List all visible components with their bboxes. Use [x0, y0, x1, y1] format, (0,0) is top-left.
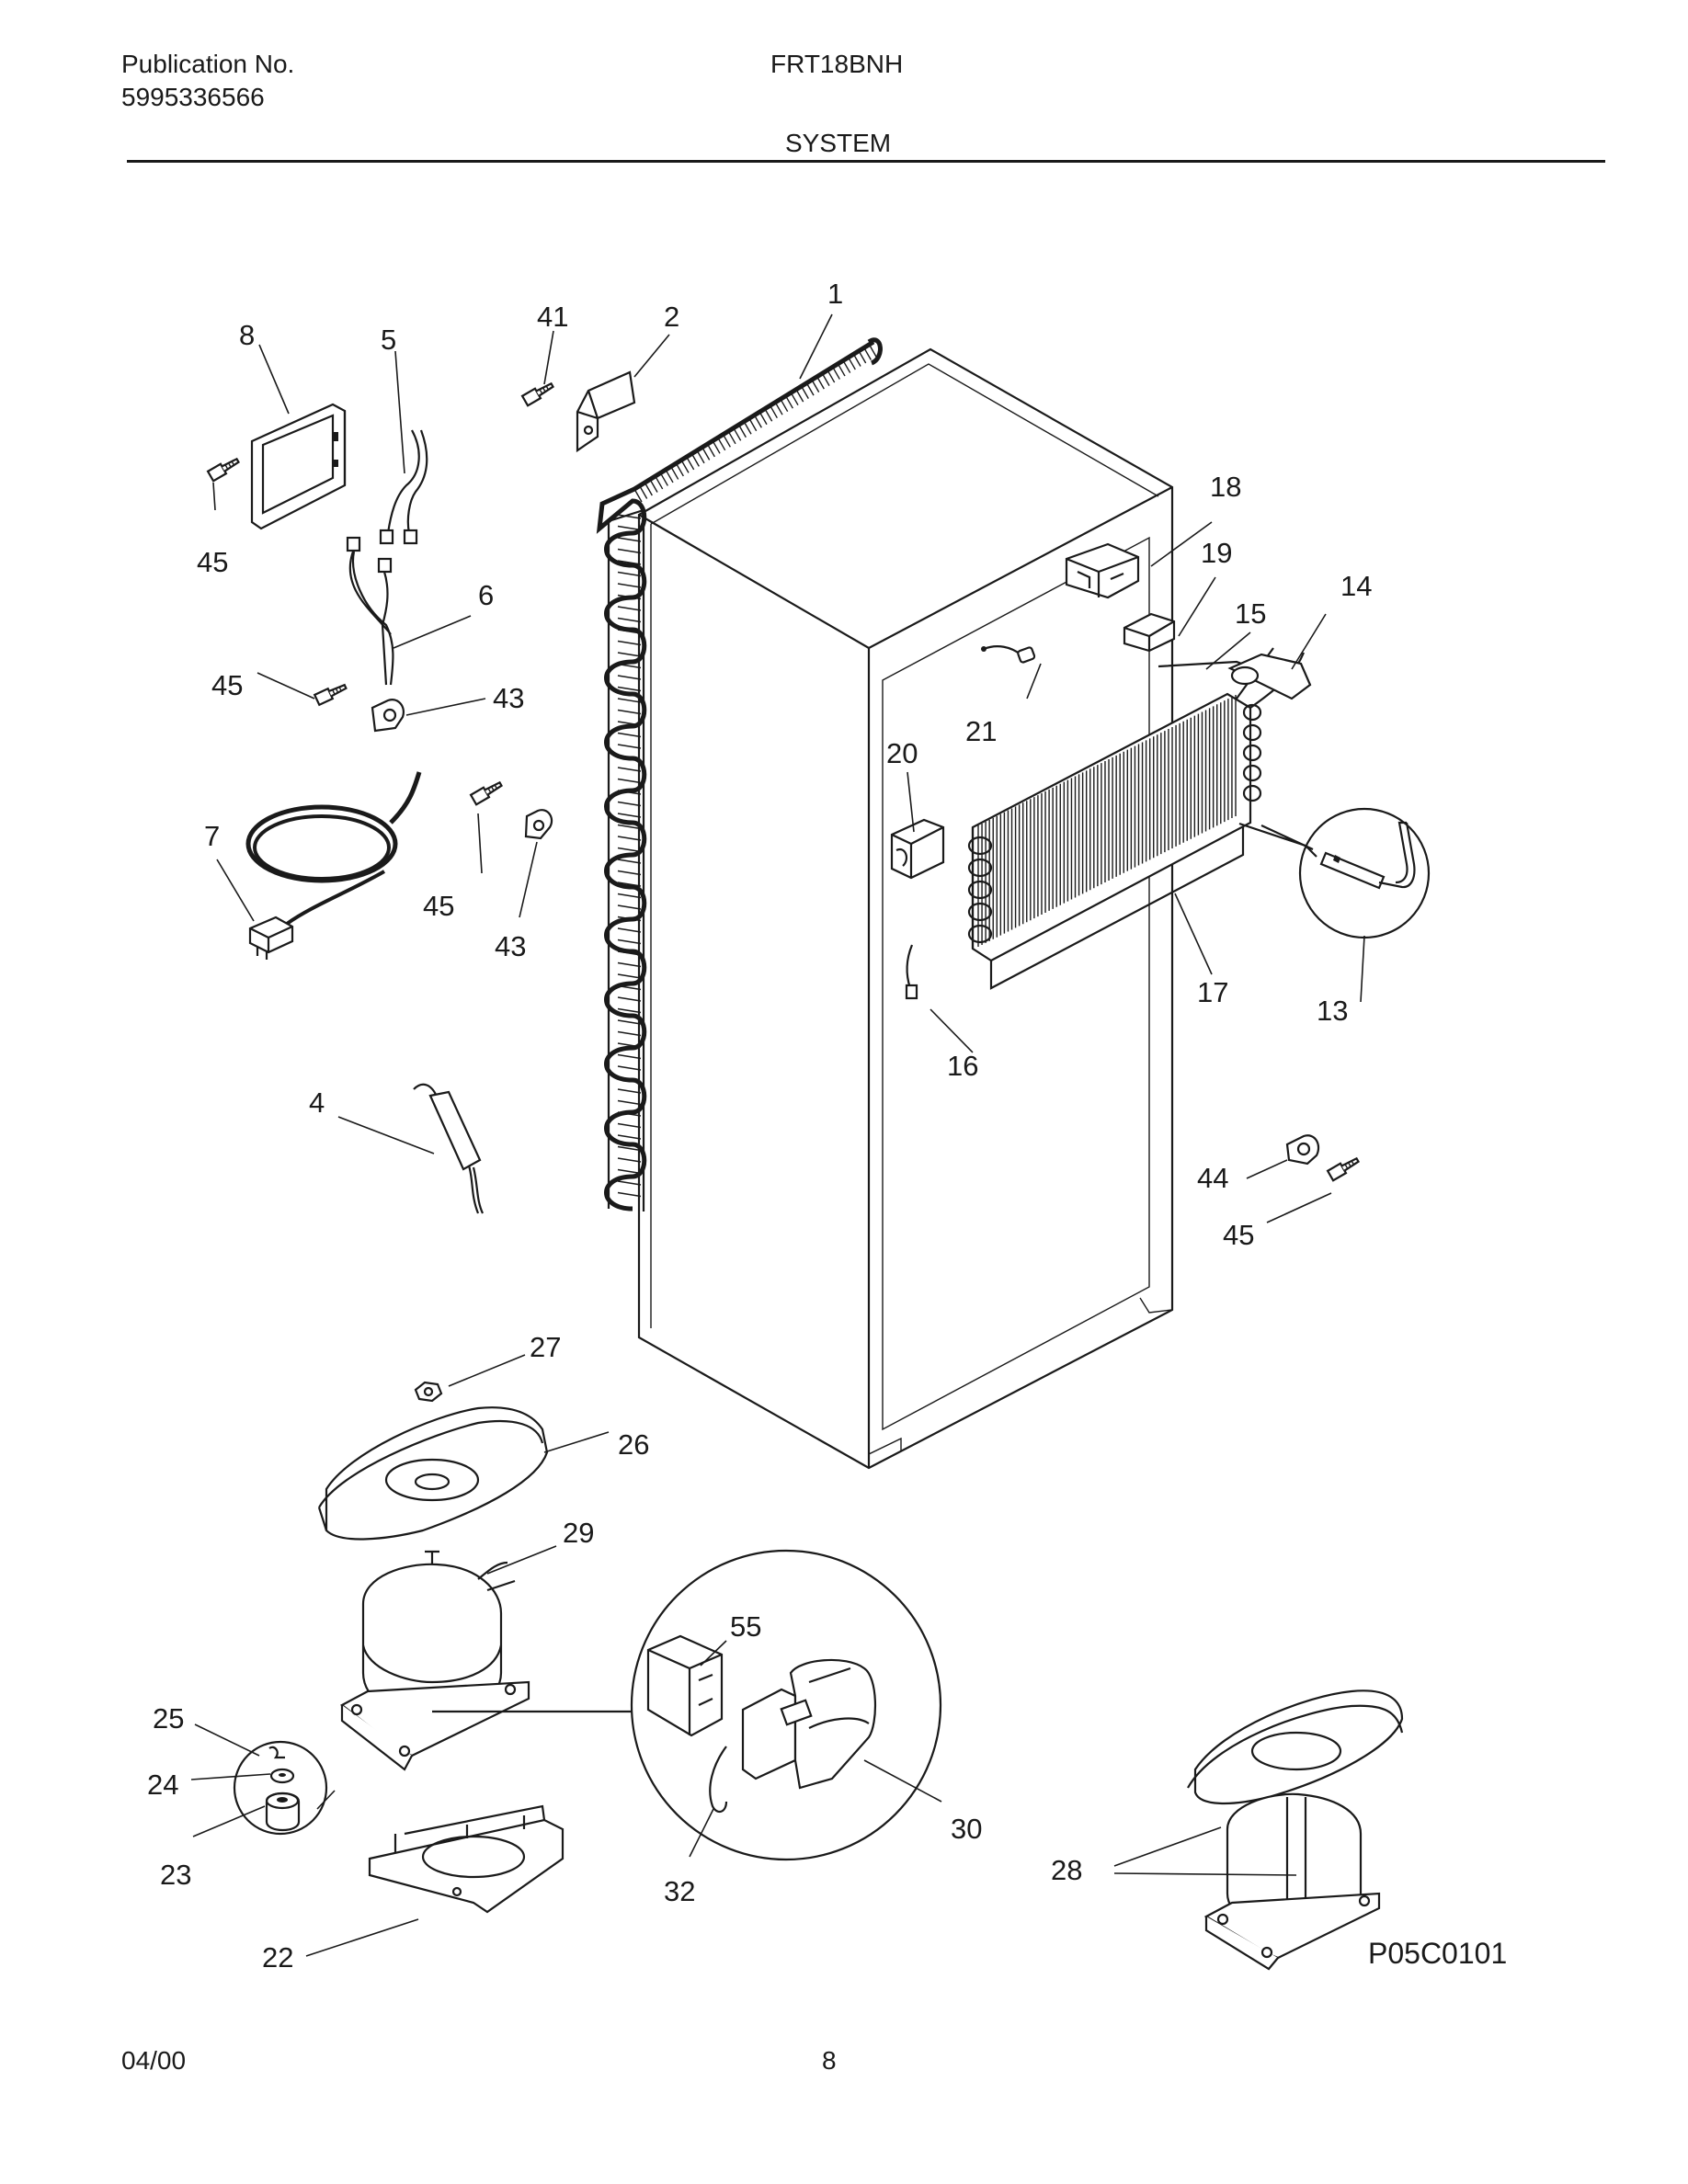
section-title: SYSTEM	[785, 129, 892, 157]
callout-2: 2	[664, 301, 679, 333]
part-28-compressor-assembly	[1187, 1689, 1404, 1971]
callout-43-lower: 43	[495, 930, 526, 962]
publication-label: Publication No.	[121, 50, 295, 78]
callout-27: 27	[530, 1331, 561, 1363]
callout-25: 25	[153, 1702, 184, 1735]
screw-0	[520, 381, 554, 407]
callout-14: 14	[1340, 570, 1372, 602]
callout-5: 5	[381, 324, 396, 356]
callout-24: 24	[147, 1769, 178, 1801]
callout-18: 18	[1210, 471, 1241, 503]
callout-45-c: 45	[423, 890, 454, 922]
header-divider	[127, 160, 1605, 163]
part-8-cover	[250, 403, 347, 530]
part-18-mounting-bracket	[1065, 542, 1140, 599]
callout-21: 21	[965, 715, 997, 747]
footer-date: 04/00	[121, 2046, 187, 2075]
callout-44: 44	[1197, 1162, 1228, 1194]
callout-16: 16	[947, 1050, 978, 1082]
callout-6: 6	[478, 579, 494, 611]
condenser-coil	[596, 337, 883, 1211]
callout-13: 13	[1317, 995, 1348, 1027]
callout-41: 41	[537, 301, 568, 333]
publication-number: 5995336566	[121, 83, 265, 111]
callout-8: 8	[239, 319, 255, 351]
part-27-nut	[414, 1381, 443, 1403]
callout-32: 32	[664, 1875, 695, 1907]
part-5-6-wire-harness	[346, 429, 428, 686]
part-13-probe	[1260, 807, 1431, 939]
callout-29: 29	[563, 1517, 594, 1549]
part-4-filter-drier	[413, 1083, 485, 1214]
part-22-mounting-bracket	[368, 1804, 565, 1914]
screw-1	[206, 457, 240, 483]
callout-43-upper: 43	[493, 682, 524, 714]
callout-45-d: 45	[1223, 1219, 1254, 1251]
part-43-clamp-lower	[524, 809, 553, 840]
screw-4	[1326, 1156, 1360, 1182]
callout-19: 19	[1201, 537, 1232, 569]
part-19-clip	[1123, 612, 1176, 653]
callout-labels: 1 2 4 5 6 7 8 13 14 15 16 17 18 19 20 21…	[147, 278, 1507, 1974]
callout-55: 55	[730, 1610, 761, 1643]
screw-3	[469, 780, 503, 806]
callout-30: 30	[951, 1813, 982, 1845]
callout-4: 4	[309, 1086, 325, 1119]
callout-17: 17	[1197, 976, 1228, 1008]
callout-45-b: 45	[211, 669, 243, 701]
evaporator-assembly	[967, 647, 1317, 990]
part-2-bracket	[576, 370, 636, 453]
refrigerator-cabinet	[637, 347, 1174, 1470]
footer-page-number: 8	[822, 2046, 837, 2075]
callout-20: 20	[886, 737, 918, 769]
model-number: FRT18BNH	[770, 50, 904, 78]
part-43-clamp-upper	[371, 699, 405, 733]
callout-28: 28	[1051, 1854, 1082, 1886]
part-16-connector	[905, 944, 918, 1000]
callout-7: 7	[204, 820, 220, 852]
part-23-25-grommet-set	[233, 1740, 328, 1836]
part-30-55-relay-overload-group	[432, 1549, 942, 1861]
screw-2	[313, 683, 348, 707]
part-21-sensor	[981, 645, 1036, 664]
part-26-drain-pan	[317, 1406, 549, 1541]
part-44-clamp	[1285, 1134, 1320, 1166]
callout-leader-lines	[190, 313, 1365, 1957]
figure-code: P05C0101	[1368, 1937, 1507, 1970]
part-29-compressor	[339, 1550, 530, 1771]
callout-45-a: 45	[197, 546, 228, 578]
callout-26: 26	[618, 1428, 649, 1461]
callout-22: 22	[262, 1941, 293, 1974]
callout-23: 23	[160, 1859, 191, 1891]
part-7-power-cord	[245, 771, 422, 960]
part-20-block	[890, 818, 945, 880]
callout-15: 15	[1235, 597, 1266, 630]
callout-1: 1	[827, 278, 843, 310]
